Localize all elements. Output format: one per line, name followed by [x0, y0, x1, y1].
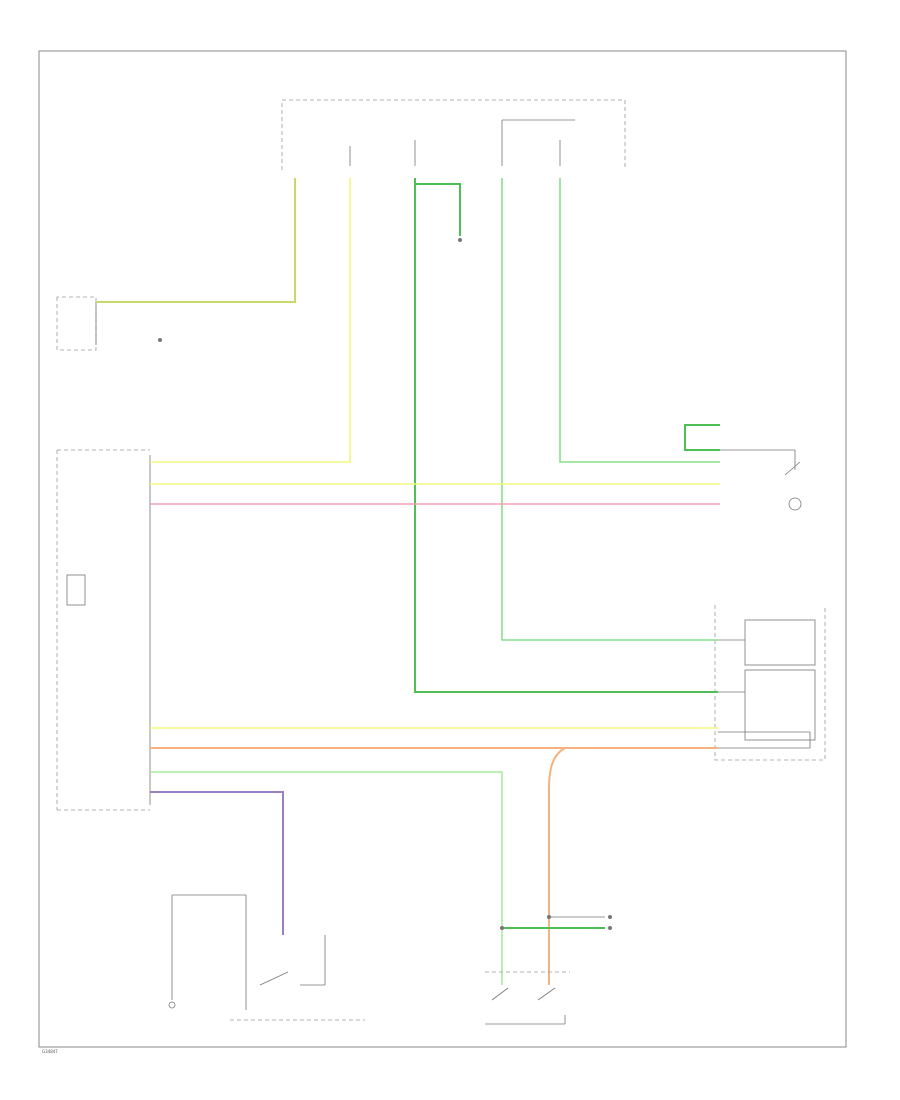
wire-grn-b [501, 178, 718, 641]
wire-org-drop [548, 747, 566, 985]
buckle-switch [720, 449, 802, 511]
left-module [56, 449, 151, 811]
wire-grn-branch [415, 183, 461, 236]
wire-yel-a [150, 178, 351, 463]
wire-lt-grn [150, 771, 503, 985]
instrument-cluster [714, 605, 826, 761]
bottom-left-switch [168, 894, 365, 1021]
wire-grn-d [684, 424, 720, 451]
diagram-frame [38, 50, 847, 1048]
wire-pur [150, 791, 284, 935]
wire-grn-c [559, 178, 720, 463]
seat-belt-switch-box [56, 296, 97, 351]
wire-dk-grn [414, 178, 718, 693]
figure-label: G34847 [42, 1049, 58, 1054]
bottom-right-switch [485, 971, 570, 1025]
wire-yel-lt-grn-top [96, 178, 296, 303]
connector-dots [158, 238, 612, 930]
fuse-panel [281, 99, 626, 170]
